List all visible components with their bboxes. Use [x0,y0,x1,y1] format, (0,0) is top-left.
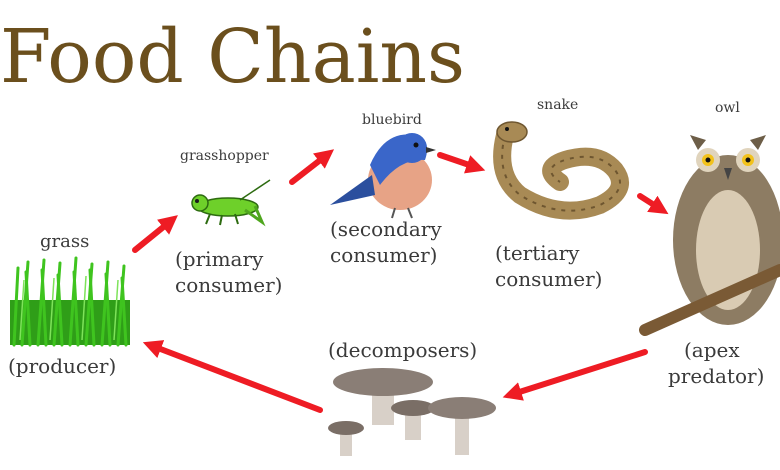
role-grasshopper-line2: consumer) [175,273,282,297]
mushrooms-icon [328,368,496,456]
snake-icon [493,121,629,220]
role-grasshopper-line1: (primary [175,247,264,271]
role-grass-line1: (producer) [8,354,116,378]
grasshopper-icon [191,179,271,227]
role-bluebird-line2: consumer) [330,243,437,267]
node-labels: grass (producer) grasshopper (primary co… [8,97,764,388]
role-owl-line1: (apex [684,338,740,362]
label-grasshopper: grasshopper [180,148,269,164]
arrow-owl-to-decomposers [502,349,648,401]
page-title: Food Chains [0,14,465,100]
role-snake-line1: (tertiary [495,241,580,265]
label-snake: snake [537,97,578,113]
role-owl-line2: predator) [668,364,764,388]
arrow-decomposers-to-grass [142,340,323,413]
role-bluebird-line1: (secondary [330,217,442,241]
label-owl: owl [715,100,740,116]
label-bluebird: bluebird [362,112,422,128]
owl-icon [639,135,780,336]
arrows [132,149,669,413]
bluebird-icon [330,133,436,219]
arrow-snake-to-owl [637,193,669,215]
label-grass: grass [40,231,89,252]
arrow-grass-to-grasshopper [132,215,178,253]
role-snake-line2: consumer) [495,267,602,291]
arrow-bluebird-to-snake [437,152,486,174]
grass-icon [10,256,130,347]
arrow-grasshopper-to-bluebird [289,149,335,185]
role-decomposers-line1: (decomposers) [328,338,477,362]
